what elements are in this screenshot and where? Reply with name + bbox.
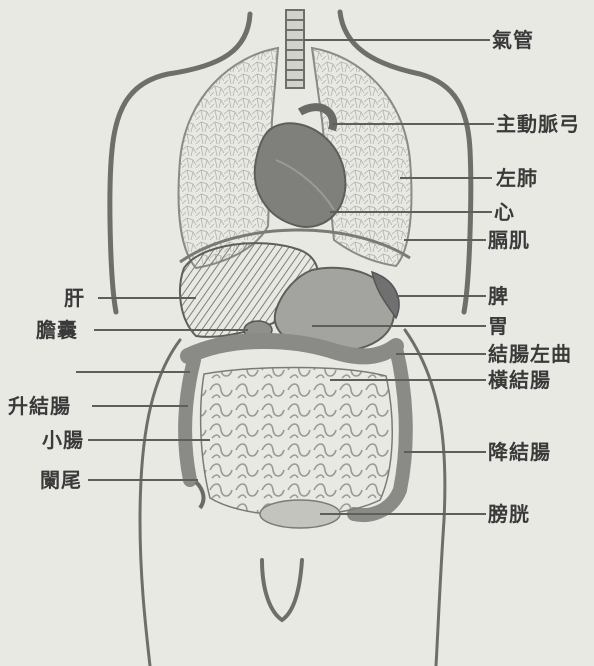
trachea bbox=[286, 10, 304, 88]
label-descending-colon: 降結腸 bbox=[488, 441, 551, 463]
label-stomach: 胃 bbox=[488, 315, 509, 337]
label-left-colic-flexure: 結腸左曲 bbox=[488, 343, 572, 365]
ascending-colon bbox=[185, 360, 194, 480]
label-aortic-arch: 主動脈弓 bbox=[496, 113, 580, 135]
label-small-intestine: 小腸 bbox=[42, 429, 84, 451]
label-bladder: 膀胱 bbox=[488, 503, 530, 525]
label-spleen: 脾 bbox=[488, 285, 509, 307]
label-ascending-colon: 升結腸 bbox=[8, 395, 71, 417]
appendix bbox=[196, 482, 203, 508]
label-gallbladder: 膽囊 bbox=[36, 319, 78, 341]
label-liver: 肝 bbox=[64, 287, 85, 309]
label-appendix: 闌尾 bbox=[40, 469, 82, 491]
label-heart: 心 bbox=[494, 201, 515, 223]
label-diaphragm: 膈肌 bbox=[488, 229, 530, 251]
small-intestine bbox=[201, 368, 393, 516]
label-left-lung: 左肺 bbox=[496, 167, 538, 189]
label-trachea: 氣管 bbox=[492, 29, 534, 51]
label-transverse-colon: 橫結腸 bbox=[488, 369, 551, 391]
